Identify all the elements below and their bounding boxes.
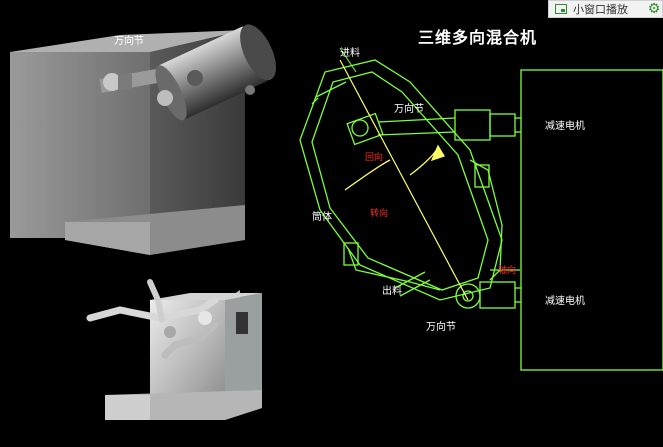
picture-in-picture-icon <box>555 4 567 14</box>
page-title: 三维多向混合机 <box>418 28 538 47</box>
machine-render-bottom <box>86 279 262 420</box>
mixer-diagram <box>299 59 663 371</box>
feed-inlet-label: 进料 <box>340 48 360 59</box>
axial-direction-label: 轴向 <box>498 266 517 276</box>
barrel-outline <box>299 59 503 301</box>
motor-top-label: 减速电机 <box>545 121 585 132</box>
machine-render-top <box>10 24 277 255</box>
swing-direction-label: 转向 <box>370 209 389 219</box>
rotation-direction-label: 回向 <box>365 153 384 163</box>
motor-bottom-label: 减速电机 <box>545 296 585 307</box>
feed-leader <box>339 47 357 73</box>
universal-joint-label-render: 万向节 <box>114 36 144 47</box>
picture-in-picture-button[interactable]: 小窗口播放 <box>548 0 663 18</box>
pip-label: 小窗口播放 <box>573 3 628 16</box>
barrel-label: 筒体 <box>312 212 332 223</box>
motor-housing <box>520 69 663 371</box>
gear-icon[interactable]: ⚙ <box>647 1 661 17</box>
rotation-axis <box>339 59 469 301</box>
discharge-label: 出料 <box>382 286 402 297</box>
universal-joint-bottom-label: 万向节 <box>426 322 456 333</box>
universal-joint-top-label: 万向节 <box>394 104 424 115</box>
